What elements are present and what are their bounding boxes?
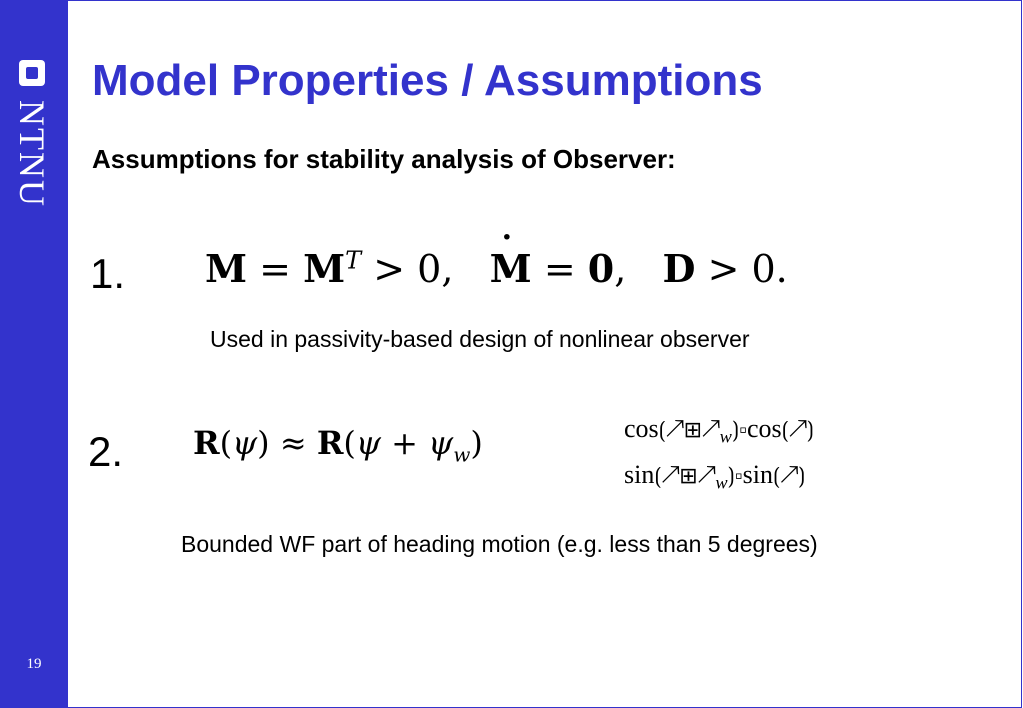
cos-label-mid: cos [747, 414, 782, 443]
cos-approximation: cos⟮↗⊞↗w⟯▫cos⟮↗⟯ [624, 414, 814, 447]
logo-text: NTNU [12, 100, 52, 208]
ntnu-logo-icon [19, 60, 45, 86]
item-2-number: 2. [88, 428, 124, 475]
item-2-caption: Bounded WF part of heading motion (e.g. … [181, 531, 818, 557]
slide-title: Model Properties / Assumptions [92, 56, 763, 105]
slide-subtitle: Assumptions for stability analysis of Ob… [92, 144, 676, 174]
sin-approximation: sin⟮↗⊞↗w⟯▫sin⟮↗⟯ [624, 460, 805, 493]
item-1-equation: M = MT > 0, M· = 0, D > 0. [205, 220, 788, 291]
sidebar: NTNU 19 [0, 0, 68, 708]
page-number: 19 [26, 656, 42, 672]
item-1-caption: Used in passivity-based design of nonlin… [210, 326, 750, 352]
sin-label-lead: sin [624, 460, 655, 489]
item-2-equation: R(ψ) ≈ R(ψ + ψw) [193, 424, 483, 467]
slide-frame [68, 0, 1022, 708]
cos-label-lead: cos [624, 414, 659, 443]
garbled-glyphs-icon: ⟮↗⊞↗w⟯▫ [654, 463, 743, 493]
garbled-glyphs-icon: ⟮↗⟯ [773, 463, 806, 488]
item-1-number: 1. [90, 250, 126, 297]
sin-label-mid: sin [742, 460, 774, 489]
garbled-glyphs-icon: ⟮↗⊞↗w⟯▫ [658, 417, 747, 447]
garbled-glyphs-icon: ⟮↗⟯ [781, 417, 814, 442]
